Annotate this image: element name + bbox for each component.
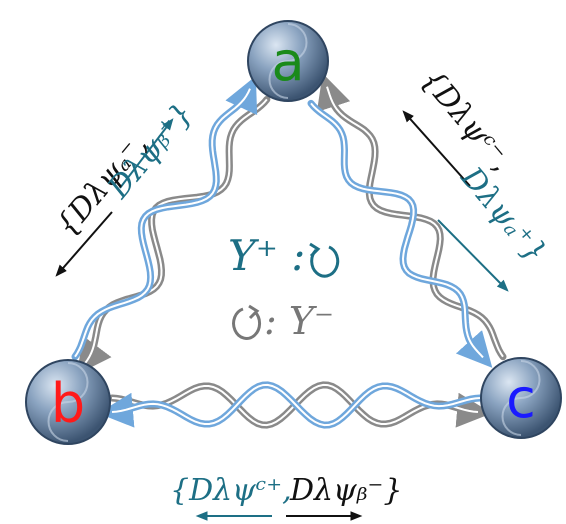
arrow-ab-left <box>55 211 113 277</box>
node-c-label: c <box>506 367 536 430</box>
edge-label-ac-left: {Dλψᶜ⁻, <box>414 63 519 179</box>
edge-label-bc-left: {Dλψᶜ⁺, <box>170 473 292 508</box>
node-a: a <box>247 20 329 102</box>
node-b: b <box>25 359 111 445</box>
counterclockwise-circle-icon <box>309 242 340 278</box>
strand-ac-gray-inner <box>326 86 504 358</box>
node-b-label: b <box>51 372 85 435</box>
arrow-ac-right <box>437 219 509 292</box>
strand-group <box>71 73 507 429</box>
clockwise-circle-icon <box>232 304 262 340</box>
edge-label-bc-right: Dλψᵦ⁻} <box>289 473 402 508</box>
strand-bc-blue-inner <box>111 383 481 427</box>
strand-ac-blue-outer <box>307 99 493 368</box>
strand-ab-blue-inner <box>74 88 251 358</box>
center-label-plus: Y⁺ : <box>228 231 305 280</box>
arrow-ab-right <box>119 118 174 189</box>
node-a-label: a <box>271 30 304 93</box>
edge-label-ac-right: Dλψₐ⁺} <box>453 160 553 270</box>
node-c: c <box>480 357 562 439</box>
center-label-minus: : Y⁻ <box>264 299 334 343</box>
strand-ac-blue-inner <box>310 102 484 359</box>
arrow-ac-left <box>402 110 471 187</box>
